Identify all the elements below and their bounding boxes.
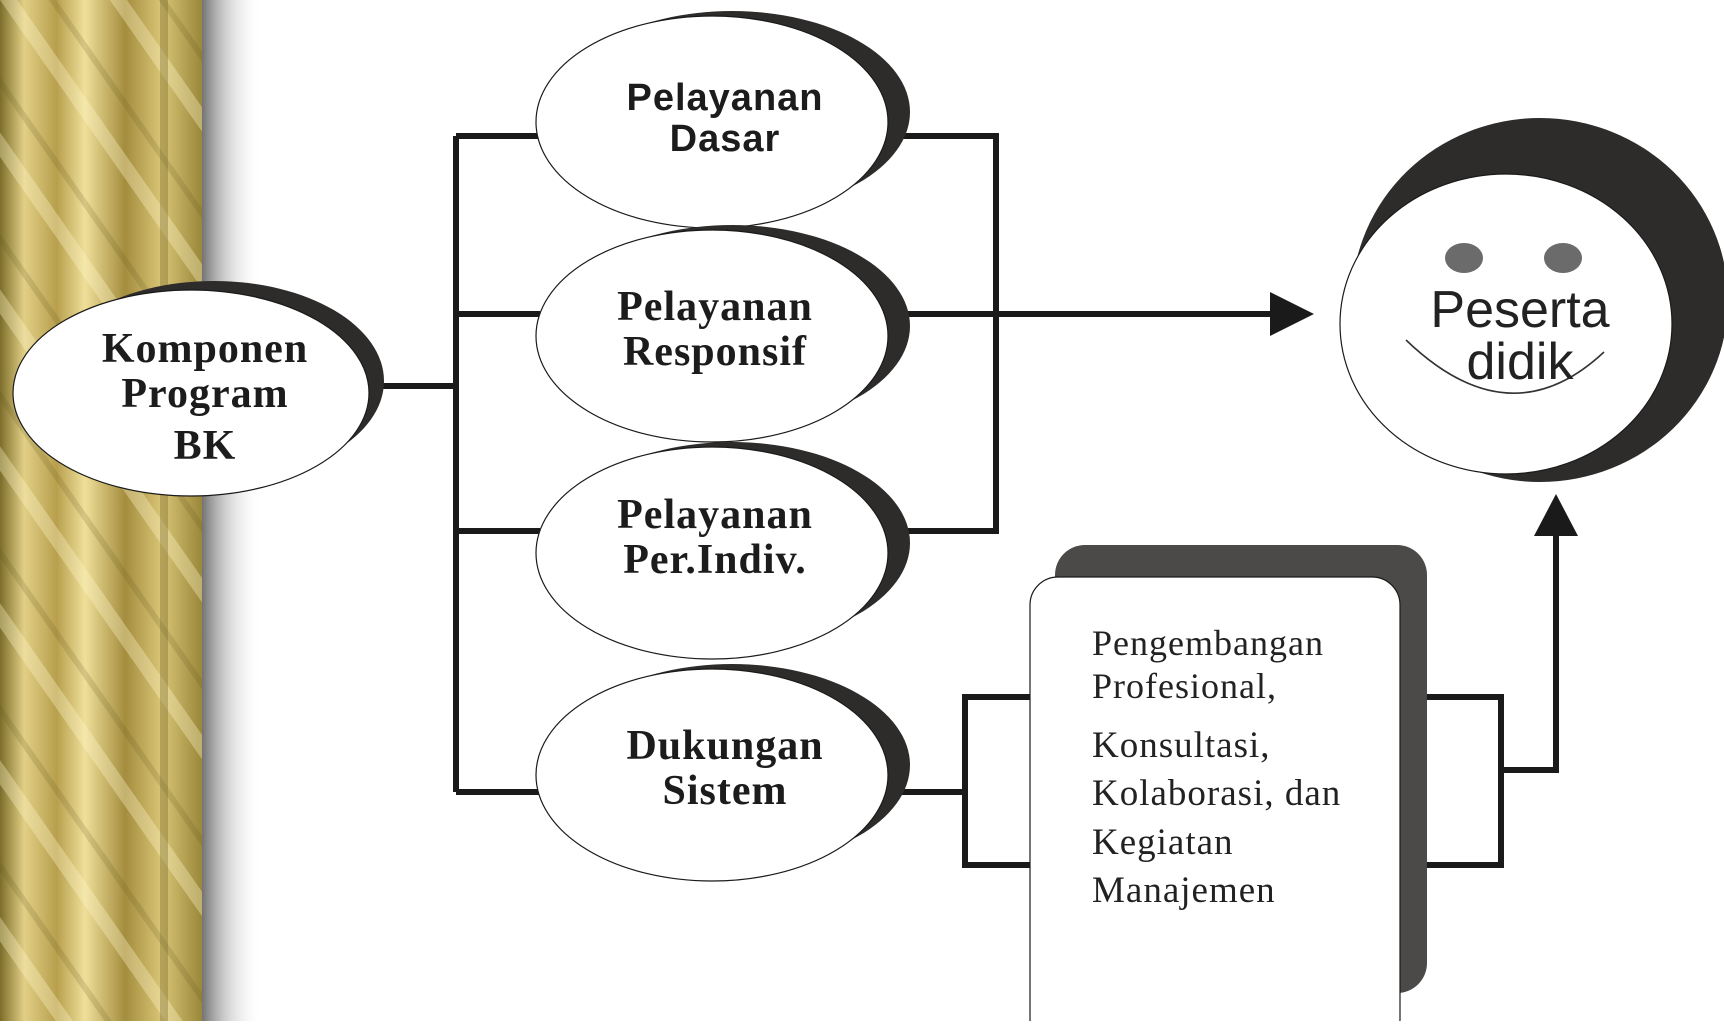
smile-icon — [1405, 339, 1605, 394]
target-label-line: Peserta — [1430, 281, 1610, 339]
component-label-line: Pelayanan — [617, 284, 813, 330]
target-label-line: didik — [1466, 333, 1574, 391]
connector-lines — [372, 133, 1559, 868]
support-text-line: Profesional, — [1092, 666, 1277, 707]
root-label: Komponen Program BK — [70, 326, 340, 469]
support-paragraph-1: Pengembangan Profesional, — [1092, 622, 1392, 708]
component-label-dasar: Pelayanan Dasar — [565, 77, 885, 161]
box-to-target-line — [1501, 532, 1559, 773]
box-right-bracket — [1425, 694, 1504, 868]
support-paragraph-2: Konsultasi, Kolaborasi, dan Kegiatan Man… — [1092, 722, 1392, 914]
component-label-responsif: Pelayanan Responsif — [555, 284, 875, 376]
support-text-line: Konsultasi, — [1092, 725, 1271, 767]
component-node-perindiv — [535, 442, 910, 660]
gold-pillar-decoration — [0, 0, 262, 1021]
target-face-node — [1339, 118, 1724, 482]
component-label-line: Dasar — [669, 118, 781, 161]
support-box-text: Pengembangan Profesional, Konsultasi, Ko… — [1092, 622, 1392, 915]
right-bracket — [898, 133, 999, 534]
arrowhead-right — [1270, 292, 1314, 336]
component-label-line: Pelayanan — [617, 492, 813, 538]
component-label-perindiv: Pelayanan Per.Indiv. — [555, 492, 875, 584]
root-label-line: BK — [173, 422, 237, 469]
arrowhead-up — [1534, 494, 1578, 536]
component-label-line: Responsif — [622, 329, 808, 376]
component-label-line: Dukungan — [626, 723, 824, 769]
component-label-line: Sistem — [662, 768, 788, 815]
support-text-line: Kegiatan — [1092, 821, 1234, 863]
left-eye-icon — [1445, 243, 1483, 273]
support-text-line: Kolaborasi, dan — [1092, 773, 1342, 815]
root-node — [12, 281, 384, 497]
component-label-dukungan: Dukungan Sistem — [565, 723, 885, 815]
root-label-line: Komponen — [101, 326, 309, 372]
component-label-line: Pelayanan — [626, 77, 824, 119]
box-left-bracket — [962, 694, 1040, 868]
right-eye-icon — [1544, 243, 1582, 273]
target-label: Peserta didik — [1395, 284, 1645, 388]
component-node-responsif — [535, 225, 910, 443]
support-text-line: Manajemen — [1092, 869, 1276, 911]
root-label-line: Program — [121, 371, 289, 418]
support-box — [1029, 545, 1427, 1026]
component-node-dukungan — [535, 664, 910, 882]
support-text-line: Pengembangan — [1092, 623, 1324, 663]
component-node-dasar — [535, 11, 910, 229]
component-label-line: Per.Indiv. — [623, 537, 807, 584]
